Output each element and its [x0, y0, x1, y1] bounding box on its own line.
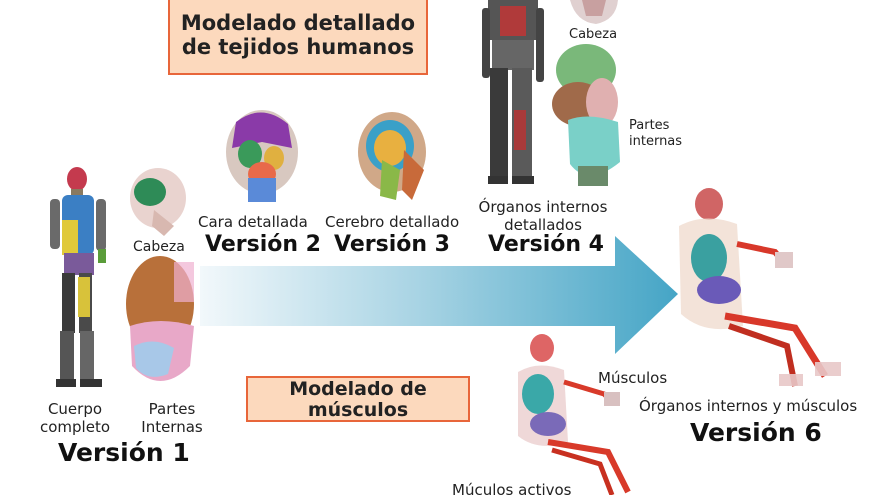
v2-version: Versión 2: [205, 232, 321, 257]
muscle-modeling-text: Modelado de músculos: [289, 378, 427, 422]
v6-figure: [679, 188, 841, 387]
muscle-modeling-box: Modelado de músculos: [246, 376, 470, 422]
v6-label: Órganos internos y músculos: [639, 397, 858, 415]
progress-arrow: [200, 236, 678, 354]
v4-internal-figure: [552, 44, 620, 186]
v3-label: Cerebro detallado: [325, 213, 460, 231]
v4-label: Órganos internos detallados: [478, 198, 608, 234]
v2-label: Cara detallada: [198, 213, 308, 231]
v1-body-label: Cuerpo completo: [40, 400, 111, 436]
tissue-modeling-text: Modelado detallado de tejidos humanos: [180, 11, 416, 59]
v4-version: Versión 4: [488, 232, 604, 257]
v5-muscles-figure: [518, 334, 631, 495]
v1-full-body-figure: [50, 167, 106, 387]
v1-internal-parts-figure: [126, 256, 194, 381]
tissue-modeling-box: Modelado detallado de tejidos humanos: [168, 0, 428, 75]
v3-brain-figure: [358, 112, 426, 200]
v5-muscles-label: Músculos: [598, 369, 668, 387]
v3-version: Versión 3: [334, 232, 450, 257]
v4-body-figure: [482, 0, 544, 184]
v4-internal-label: Partes internas: [629, 118, 683, 149]
v6-version: Versión 6: [690, 418, 822, 447]
v1-internal-label: Partes Internas: [141, 400, 203, 436]
v4-head-label: Cabeza: [569, 27, 618, 42]
v1-head-figure: [130, 168, 186, 236]
v5-active-label: Múculos activos: [452, 481, 572, 495]
v1-version: Versión 1: [58, 438, 190, 467]
v4-head-figure: [570, 0, 618, 24]
v2-face-figure: [226, 110, 298, 202]
v1-head-label: Cabeza: [133, 239, 185, 255]
